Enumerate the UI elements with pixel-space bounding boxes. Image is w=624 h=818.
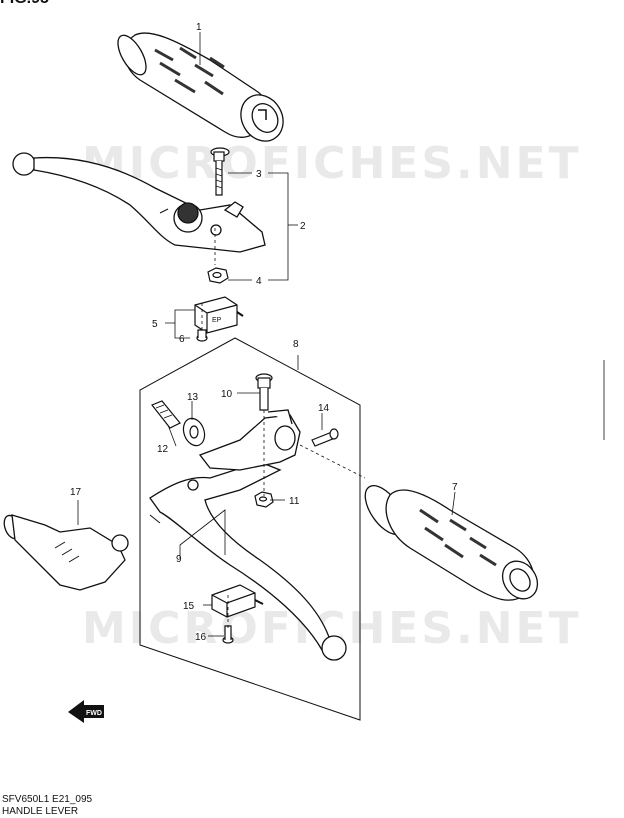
leader-lines	[77, 32, 605, 637]
assembly-boundary	[139, 337, 361, 721]
callout-11: 11	[289, 496, 300, 507]
callout-17: 17	[70, 487, 82, 498]
brake-switch-5[interactable]: EP	[194, 296, 244, 334]
adjuster-ring-13[interactable]	[180, 415, 208, 448]
callout-15: 15	[183, 601, 195, 612]
pivot-bolt-10[interactable]	[255, 373, 273, 411]
clutch-lever[interactable]	[149, 461, 347, 661]
switch-screw-16[interactable]	[222, 625, 234, 644]
svg-text:EP: EP	[212, 317, 222, 324]
fwd-arrow-icon: FWD	[68, 700, 104, 723]
adjuster-12[interactable]	[151, 400, 181, 429]
callout-4: 4	[256, 276, 262, 287]
callout-6: 6	[179, 334, 185, 345]
callout-13: 13	[187, 392, 199, 403]
footer-name: HANDLE LEVER	[2, 806, 79, 817]
footer-code: SFV650L1 E21_095	[2, 794, 93, 805]
grip-right[interactable]	[357, 479, 544, 606]
grip-top[interactable]	[112, 31, 291, 149]
fwd-label: FWD	[86, 710, 102, 717]
callout-7: 7	[452, 482, 458, 493]
screw-14[interactable]	[311, 428, 339, 447]
nut-11[interactable]	[254, 491, 274, 508]
callout-12: 12	[157, 444, 169, 455]
clutch-switch-15[interactable]	[211, 584, 264, 618]
callout-5: 5	[152, 319, 158, 330]
callout-3: 3	[256, 169, 262, 180]
choke-lever-17[interactable]	[1, 513, 129, 591]
watermark-top: MICROFICHES.NET	[82, 138, 582, 189]
callout-1: 1	[196, 22, 202, 33]
callout-14: 14	[318, 403, 330, 414]
pivot-screw-3[interactable]	[210, 147, 230, 196]
clutch-bracket	[198, 409, 301, 471]
brake-lever[interactable]	[12, 152, 266, 253]
figure-title: FIG.95	[0, 0, 49, 8]
callout-16: 16	[195, 632, 207, 643]
callout-10: 10	[221, 389, 233, 400]
lever-nut-4[interactable]	[207, 267, 229, 284]
callout-8: 8	[293, 339, 299, 350]
callout-2: 2	[300, 221, 306, 232]
switch-screw-6[interactable]	[196, 329, 208, 342]
callout-9: 9	[176, 554, 182, 565]
